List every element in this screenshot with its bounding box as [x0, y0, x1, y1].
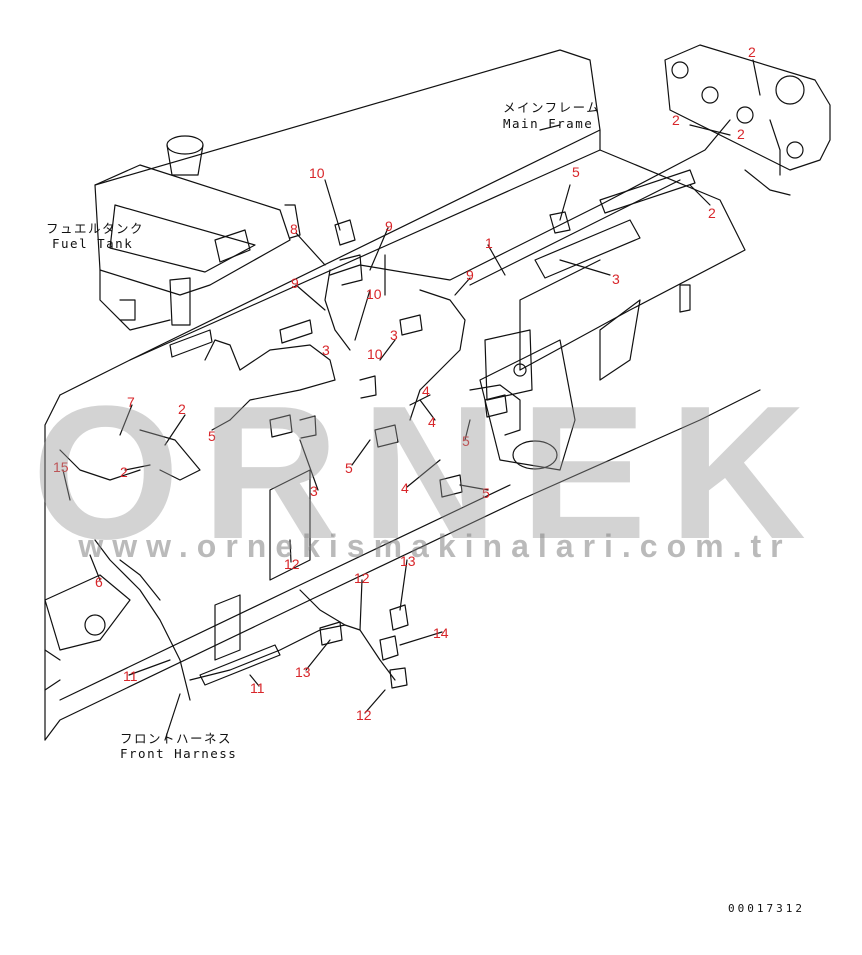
callout-8: 8 — [290, 221, 298, 237]
callout-9: 9 — [466, 267, 474, 283]
callout-5: 5 — [462, 433, 470, 449]
callout-2: 2 — [737, 126, 745, 142]
callout-2: 2 — [178, 401, 186, 417]
front-harness-label-jp: フロントハーネス — [120, 731, 233, 746]
callout-15: 15 — [53, 459, 69, 475]
main-frame-label-jp: メインフレーム — [503, 100, 601, 115]
callout-5: 5 — [482, 485, 490, 501]
callout-13: 13 — [295, 664, 311, 680]
watermark-brand: ORNEK — [31, 367, 829, 579]
callout-10: 10 — [367, 346, 383, 362]
callout-12: 12 — [354, 570, 370, 586]
front-harness-label-en: Front Harness — [120, 746, 238, 761]
watermark-url: www.ornekismakinalari.com.tr — [78, 528, 792, 564]
callout-3: 3 — [612, 271, 620, 287]
callout-6: 6 — [95, 574, 103, 590]
callout-5: 5 — [208, 428, 216, 444]
main-frame-label-en: Main Frame — [503, 116, 594, 131]
callout-3: 3 — [310, 483, 318, 499]
callout-4: 4 — [428, 414, 436, 430]
callout-12: 12 — [356, 707, 372, 723]
callout-1: 1 — [485, 235, 493, 251]
callout-9: 9 — [385, 218, 393, 234]
callout-10: 10 — [366, 286, 382, 302]
fuel-tank-label-en: Fuel Tank — [52, 236, 134, 251]
callout-12: 12 — [284, 556, 300, 572]
callout-5: 5 — [572, 164, 580, 180]
callout-3: 3 — [390, 327, 398, 343]
callout-4: 4 — [422, 383, 430, 399]
callout-2: 2 — [672, 112, 680, 128]
callout-5: 5 — [345, 460, 353, 476]
drawing-number: 00017312 — [728, 902, 805, 915]
callout-10: 10 — [309, 165, 325, 181]
callout-14: 14 — [433, 625, 449, 641]
callout-2: 2 — [748, 44, 756, 60]
callout-11: 11 — [250, 680, 265, 696]
callout-9: 9 — [291, 275, 299, 291]
fuel-tank-label-jp: フュエルタンク — [46, 221, 145, 236]
callout-13: 13 — [400, 553, 416, 569]
callout-2: 2 — [708, 205, 716, 221]
callout-7: 7 — [127, 394, 135, 410]
callout-3: 3 — [322, 342, 330, 358]
callout-4: 4 — [401, 480, 409, 496]
callout-11: 11 — [123, 668, 138, 684]
callout-2: 2 — [120, 464, 128, 480]
